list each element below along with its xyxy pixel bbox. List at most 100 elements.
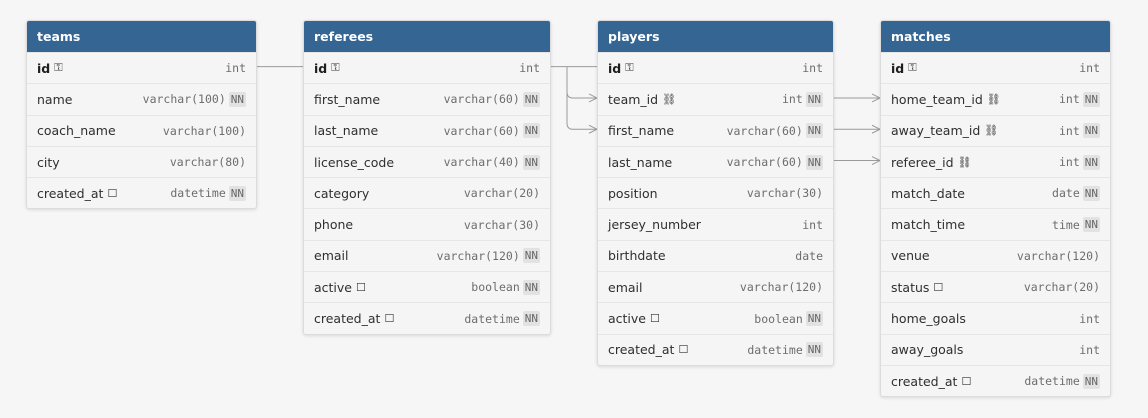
column-type: boolean [754, 311, 803, 326]
table-header[interactable]: referees [304, 21, 550, 52]
not-null-badge: NN [805, 311, 823, 327]
column-row-id[interactable]: id⚿int [27, 52, 256, 83]
column-type: varchar(120) [1016, 248, 1100, 263]
not-null-badge: NN [1082, 185, 1100, 201]
column-type: boolean [471, 280, 520, 295]
column-row-home_goals[interactable]: home_goals int [881, 302, 1110, 333]
column-name: active☐ [314, 280, 471, 295]
column-name-text: id [314, 60, 328, 76]
relation-line [566, 66, 597, 130]
column-type: datetime [1024, 374, 1080, 389]
not-null-badge: NN [228, 185, 246, 201]
column-type: date [1052, 186, 1080, 201]
not-null-badge: NN [1082, 91, 1100, 107]
column-type: varchar(40) [443, 155, 520, 170]
note-icon: ☐ [961, 374, 972, 388]
column-name: email [608, 280, 740, 295]
column-name-text: home_team_id [891, 91, 983, 107]
column-row-id[interactable]: id⚿int [881, 52, 1110, 83]
column-name-text: created_at [608, 342, 675, 358]
table-header[interactable]: teams [27, 21, 256, 52]
column-type: varchar(60) [443, 92, 520, 107]
table-header[interactable]: matches [881, 21, 1110, 52]
column-type: varchar(60) [726, 155, 803, 170]
column-name-text: name [37, 91, 73, 107]
not-null-badge: NN [1082, 154, 1100, 170]
many-marker [871, 124, 882, 134]
note-icon: ☐ [356, 280, 366, 294]
column-name-text: last_name [314, 123, 379, 139]
link-icon: ⛓ [662, 92, 677, 106]
column-name-text: created_at [37, 185, 104, 201]
column-name: match_date [891, 186, 1052, 201]
column-row-away_goals[interactable]: away_goals int [881, 333, 1110, 365]
column-type: int [1058, 123, 1080, 138]
column-name-text: active [608, 311, 646, 327]
column-type: datetime [170, 186, 226, 201]
column-type: int [1058, 92, 1080, 107]
table-header[interactable]: players [598, 21, 833, 52]
column-type: varchar(60) [726, 123, 803, 138]
column-name-text: match_time [891, 217, 966, 233]
column-name-text: last_name [608, 154, 673, 170]
column-name-text: home_goals [891, 311, 966, 327]
note-icon: ☐ [678, 343, 689, 357]
not-null-badge: NN [228, 91, 246, 107]
column-type: varchar(30) [463, 217, 540, 232]
column-name: phone [314, 217, 464, 232]
column-name: last_name [314, 123, 444, 138]
column-name-text: category [314, 185, 370, 201]
column-name-text: match_date [891, 185, 965, 201]
column-name-text: created_at [891, 373, 958, 389]
column-row-id[interactable]: id⚿int [304, 52, 550, 83]
column-type: int [802, 61, 823, 76]
not-null-badge: NN [522, 91, 540, 107]
column-name-text: email [608, 279, 643, 295]
column-row-id[interactable]: id⚿int [598, 52, 833, 83]
column-name-text: id [891, 60, 905, 76]
not-null-badge: NN [1082, 123, 1100, 139]
column-name-text: away_goals [891, 342, 964, 358]
column-row-status[interactable]: status☐varchar(20) [881, 271, 1110, 302]
column-type: int [1079, 311, 1100, 326]
not-null-badge: NN [1082, 373, 1100, 389]
column-type: int [1058, 155, 1080, 170]
column-name: referee_id⛓ [891, 155, 1059, 170]
column-type: varchar(80) [169, 155, 246, 170]
column-type: datetime [747, 342, 803, 357]
column-type: int [1079, 342, 1100, 357]
relation-line [566, 66, 597, 99]
